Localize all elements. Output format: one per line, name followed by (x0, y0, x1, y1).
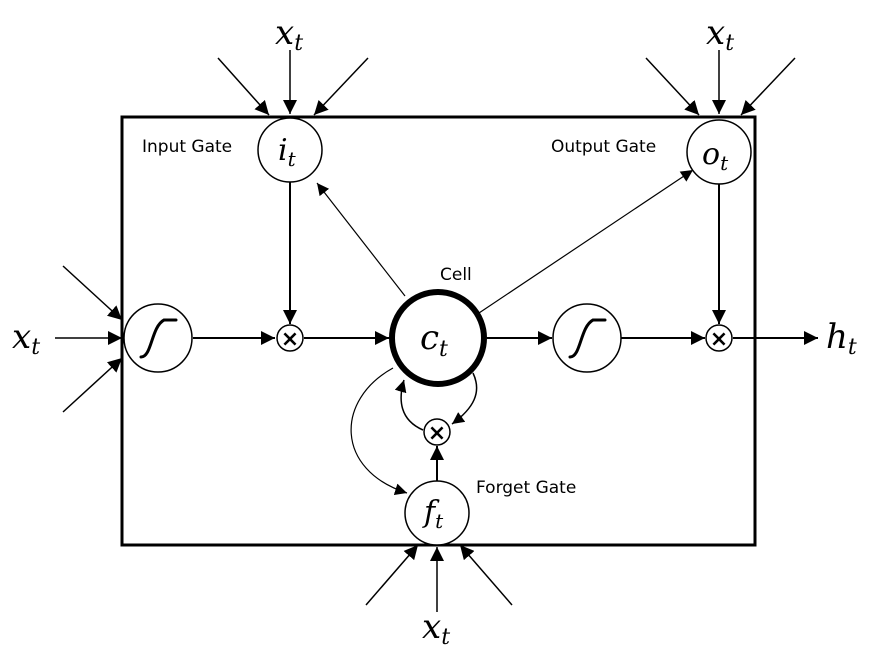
cell-input-x-label: xt (12, 317, 40, 360)
forget-gate-inputs (365, 544, 513, 612)
input-multiply-node (276, 324, 304, 352)
sigmoid-icon (139, 318, 178, 359)
forget-multiply-node (423, 418, 451, 446)
peephole-arrows (316, 169, 694, 496)
multiply-icon: × (710, 327, 728, 352)
cell-label: Cell (440, 265, 472, 285)
cell-symbol: ct (420, 318, 448, 362)
input-gate-node (257, 117, 323, 183)
forget-gate-node (404, 480, 470, 546)
forget-gate-label: Forget Gate (476, 478, 576, 498)
output-gate-inputs (645, 50, 796, 116)
output-gate-label: Output Gate (551, 137, 656, 157)
recurrent-arrows (394, 372, 478, 431)
input-gate-x-label: xt (275, 13, 303, 56)
output-gate-node (686, 119, 752, 185)
input-gate-label: Input Gate (142, 137, 232, 157)
multiply-icon: × (428, 421, 446, 446)
output-multiply-node (705, 324, 733, 352)
output-gate-x-label: xt (706, 13, 734, 56)
output-gate-symbol: ot (702, 137, 729, 175)
sigmoid-icon (568, 318, 607, 359)
input-gate-inputs (217, 50, 369, 116)
input-gate-symbol: it (278, 133, 297, 171)
multiply-icon: × (281, 327, 299, 352)
input-squash-node (123, 303, 193, 373)
cell-input-arrows (55, 265, 123, 413)
forget-gate-x-label: xt (422, 607, 450, 650)
cell-node (389, 289, 487, 387)
output-h-label: ht (826, 317, 857, 360)
output-squash-node (552, 303, 622, 373)
